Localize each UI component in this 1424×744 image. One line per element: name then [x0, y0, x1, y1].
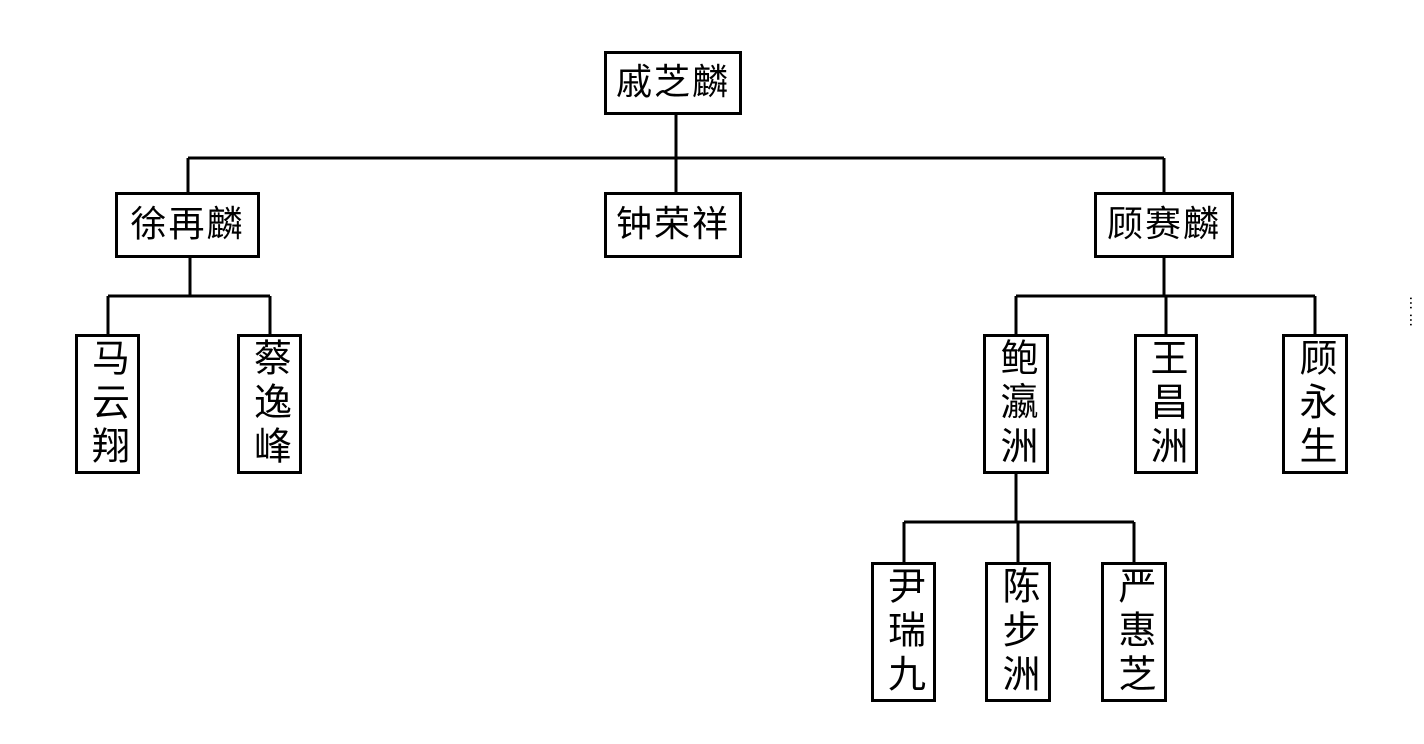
node-root: 戚芝麟 [604, 51, 742, 115]
node-cai: 蔡逸峰 [237, 334, 302, 474]
node-ma: 马云翔 [75, 334, 140, 474]
node-zhong: 钟荣祥 [604, 192, 742, 258]
node-guyong: 顾永生 [1282, 334, 1348, 474]
node-yan: 严惠芝 [1101, 562, 1167, 702]
node-wang: 王昌洲 [1134, 334, 1198, 474]
node-xu: 徐再麟 [115, 192, 260, 258]
node-yin: 尹瑞九 [871, 562, 936, 702]
edge-caption: …… [1406, 296, 1422, 330]
node-bao: 鲍瀛洲 [983, 334, 1049, 474]
node-gu: 顾赛麟 [1094, 192, 1234, 258]
node-chen: 陈步洲 [985, 562, 1051, 702]
